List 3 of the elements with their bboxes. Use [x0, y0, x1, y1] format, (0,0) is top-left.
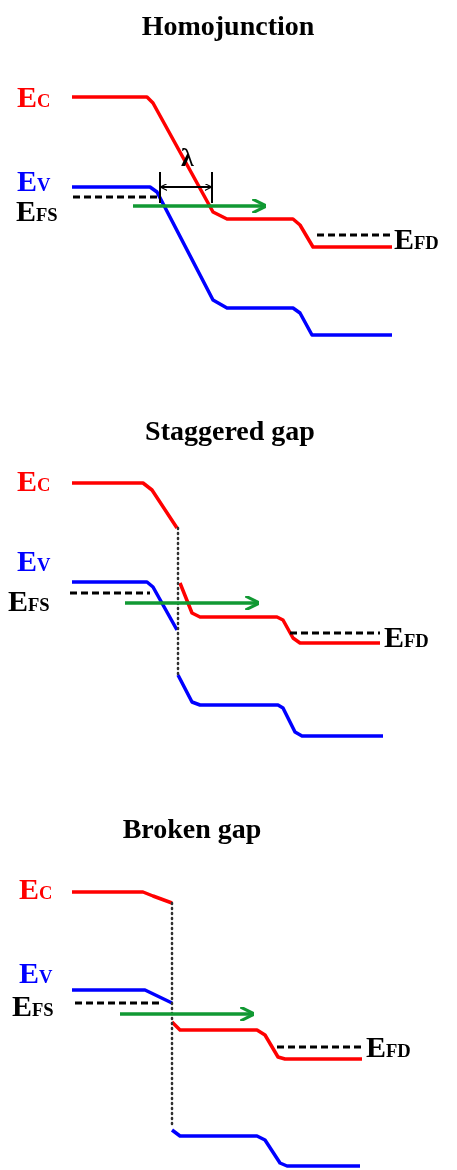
panel-title: Broken gap: [122, 815, 262, 843]
panel-title: Homojunction: [141, 12, 315, 40]
panel-title: Staggered gap: [145, 417, 315, 445]
